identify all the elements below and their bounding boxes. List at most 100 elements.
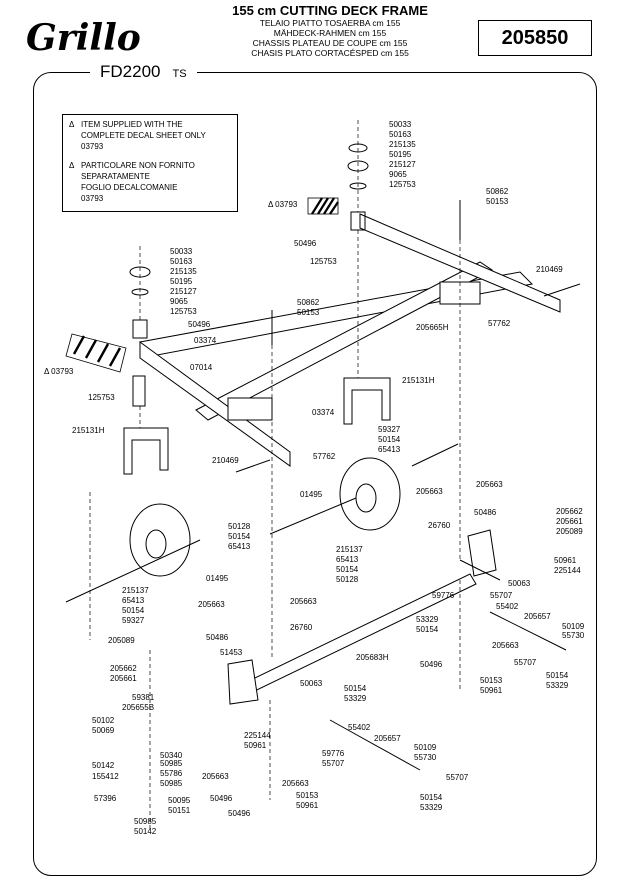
decal-03793-left [65,333,127,373]
decal-03793-top [307,197,339,215]
note-it-line2: SEPARATAMENTE [81,172,150,181]
callout-label: 50154 [420,793,443,802]
callout-label: 205657 [374,734,401,743]
callout-label: 205655B [122,703,154,712]
callout-label: 205089 [108,636,135,645]
pin-right [543,283,581,297]
callout-label: 57396 [94,794,117,803]
callout-label: 50154 [416,625,439,634]
callout-label: 59776 [432,591,455,600]
callout-label: 55707 [446,773,469,782]
delta-marker: Δ [69,161,75,170]
callout-label: 50142 [134,827,157,836]
caster-wheel-left [129,503,191,577]
callout-label: 125753 [170,307,197,316]
callout-label: 03374 [194,336,217,345]
caster-fork-left [123,427,169,475]
callout-label: 50142 [92,761,115,770]
callout-label: 55730 [414,753,437,762]
callout-label: 50496 [210,794,233,803]
diagram-frame [33,72,597,876]
callout-label: 50496 [294,239,317,248]
callout-label: 01495 [300,490,323,499]
callout-label: 9065 [389,170,407,179]
callout-label: 50151 [168,806,191,815]
page-title: 155 cm CUTTING DECK FRAME [232,3,428,18]
callout-label: 50195 [170,277,193,286]
callout-label: 50153 [480,676,503,685]
lift-plate-right [467,529,497,577]
callout-label: 50486 [474,508,497,517]
callout-label: 50063 [300,679,323,688]
callout-label: 205663 [492,641,519,650]
callout-label: 205663 [282,779,309,788]
callout-label: 59327 [378,425,401,434]
callout-label: 55707 [514,658,537,667]
callout-label: 205657 [524,612,551,621]
callout-label: 26760 [428,521,451,530]
note-it-code: 03793 [81,194,104,203]
callout-label: 03374 [312,408,335,417]
subtitle-it: TELAIO PIATTO TOSAERBA cm 155 [259,18,401,28]
callout-label: 50961 [554,556,577,565]
callout-label: 205663 [476,480,503,489]
callout-label: 50154 [546,671,569,680]
callout-label: 205665H [416,323,449,332]
callout-label: 215131H [72,426,105,435]
callout-label: 50486 [206,633,229,642]
note-en-line1: ITEM SUPPLIED WITH THE [81,120,183,129]
callout-label: 55730 [562,631,585,640]
callout-label: 50862 [486,187,509,196]
lift-plate-left [227,659,259,705]
note-en: Δ ITEM SUPPLIED WITH THE COMPLETE DECAL … [69,119,231,152]
callout-label: 50154 [228,532,251,541]
callout-label: 50195 [389,150,412,159]
axle-right [269,497,357,535]
callout-label: 65413 [336,555,359,564]
callout-label: 50102 [92,716,115,725]
callout-label: 59381 [132,693,155,702]
callout-label: 50340 [160,751,183,760]
axle-left [65,539,201,603]
callout-label: 55786 [160,769,183,778]
callout-label: 215135 [170,267,197,276]
callout-label: 50154 [378,435,401,444]
callout-label: 55402 [348,723,371,732]
callout-label: 50109 [414,743,437,752]
callout-label: 205663 [290,597,317,606]
spring-right [459,559,501,581]
callout-label: 53329 [420,803,443,812]
bracket-center [227,397,273,421]
callout-label: 205662 [556,507,583,516]
callout-label: 53329 [416,615,439,624]
decal-note-box: Δ ITEM SUPPLIED WITH THE COMPLETE DECAL … [62,114,238,212]
title-block: 155 cm CUTTING DECK FRAME TELAIO PIATTO … [200,3,460,58]
callout-label: 210469 [212,456,239,465]
callout-label: 205661 [110,674,137,683]
callout-label: 65413 [122,596,145,605]
note-it: Δ PARTICOLARE NON FORNITO SEPARATAMENTE … [69,160,231,204]
diagonal-beam [195,261,493,421]
callout-label: 50163 [389,130,412,139]
note-it-line3: FOGLIO DECALCOMANIE [81,183,178,192]
callout-label: 215135 [389,140,416,149]
callout-label: 205089 [556,527,583,536]
callout-label: 50985 [134,817,157,826]
link-rod-left [329,719,421,771]
subtitle-es: CHASIS PLATO CORTACÉSPED cm 155 [251,48,409,58]
callout-label: 125753 [310,257,337,266]
callout-label: 50109 [562,622,585,631]
caster-stem-left [132,375,146,407]
callout-label: 50153 [297,308,320,317]
note-it-line1: PARTICOLARE NON FORNITO [81,161,195,170]
subtitle-fr: CHASSIS PLATEAU DE COUPE cm 155 [252,38,408,48]
grillo-logo: Grillo [24,16,192,59]
note-en-code: 03793 [81,142,104,151]
logo-text: Grillo [26,17,141,58]
part-number-box: 205850 [478,20,592,56]
callout-label: Δ 03793 [268,200,298,209]
callout-label: 50033 [389,120,412,129]
callout-label: 225144 [554,566,581,575]
callout-label: 26760 [290,623,313,632]
